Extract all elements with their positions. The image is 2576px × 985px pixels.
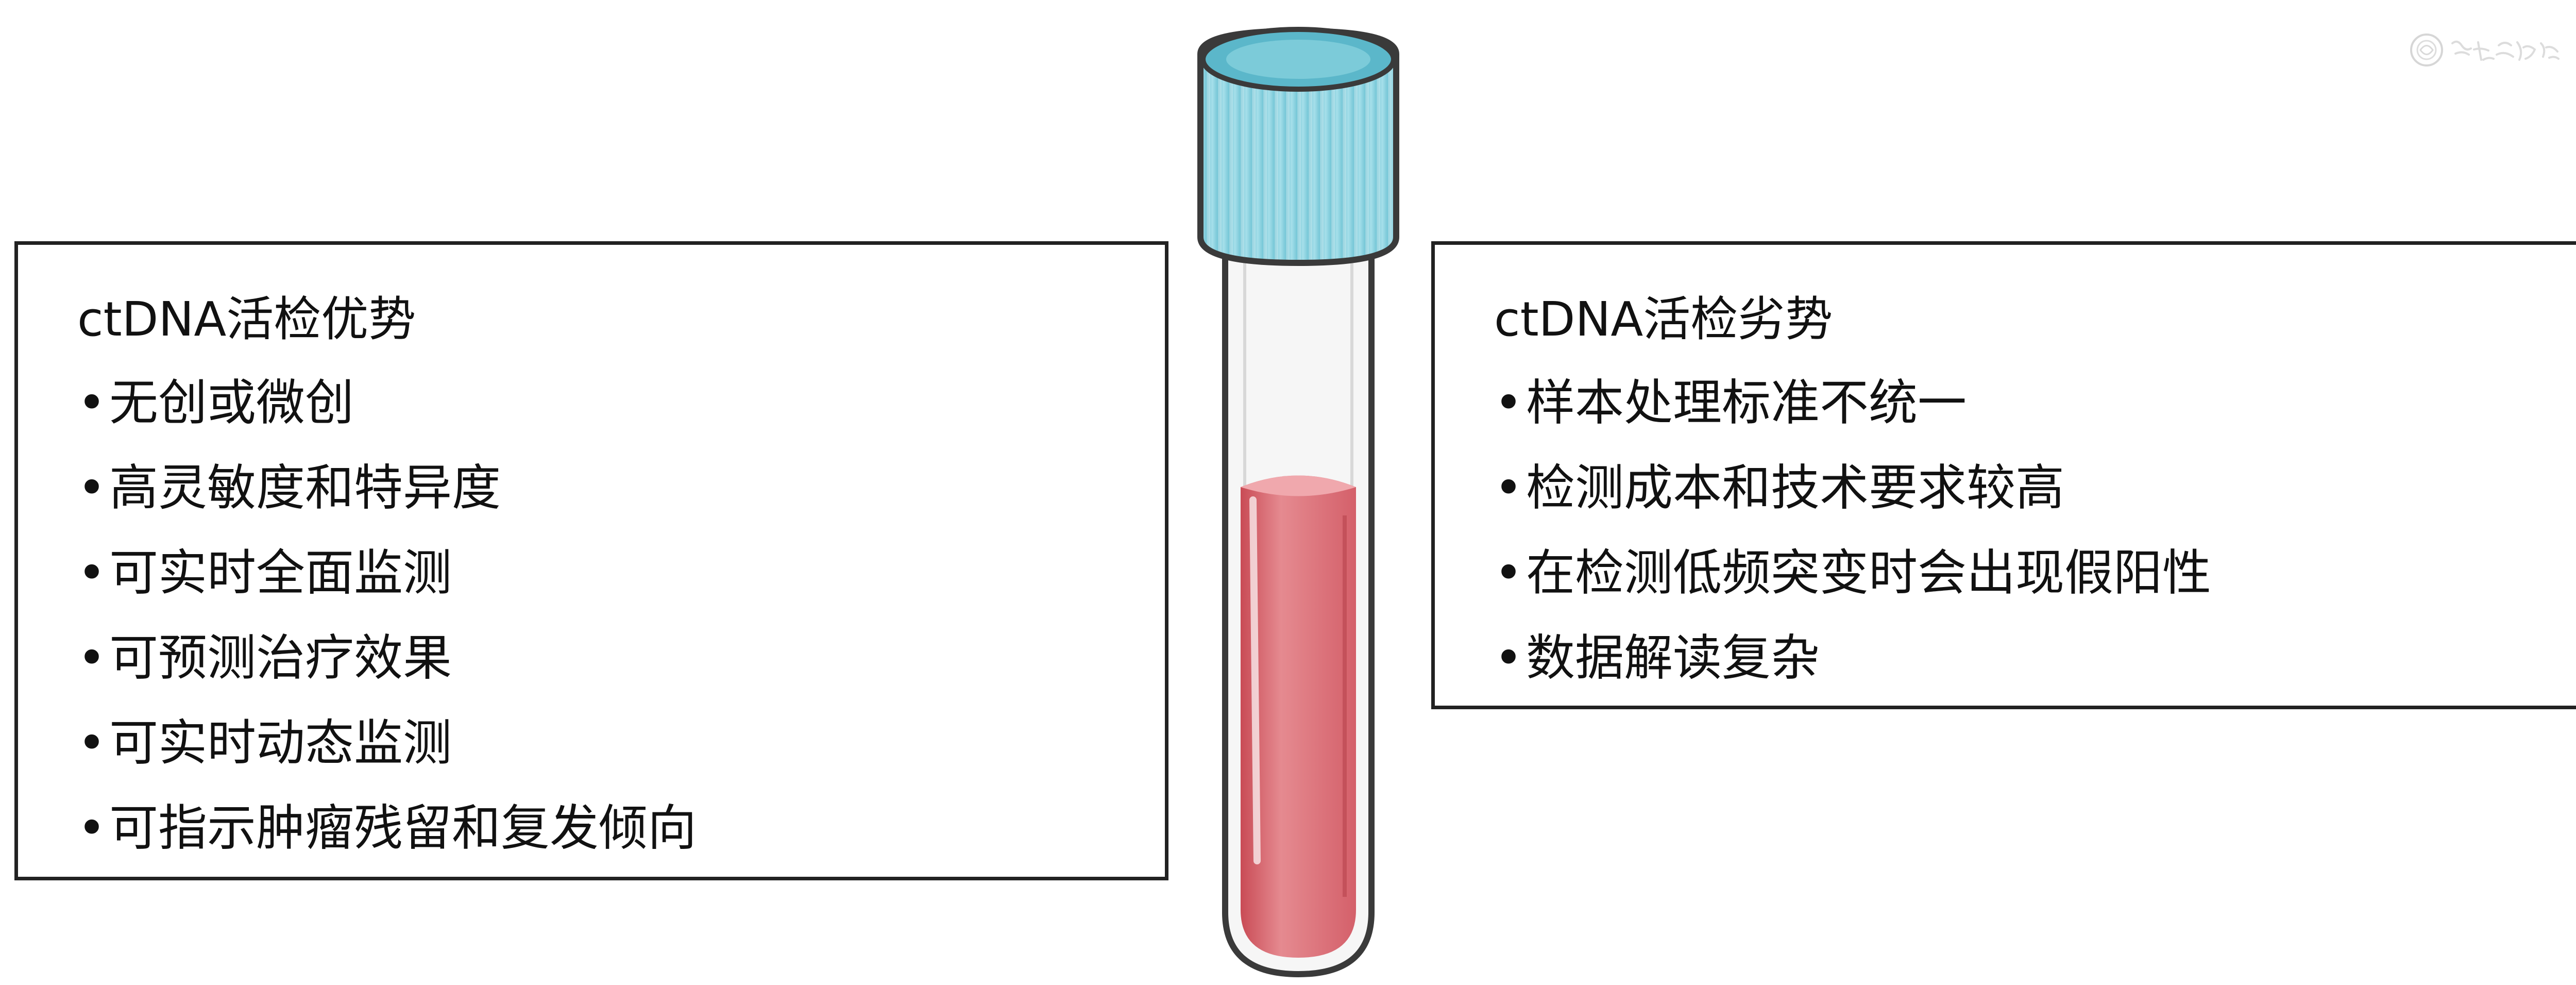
disadvantage-item: 在检测低频突变时会出现假阳性 [1494, 531, 2211, 616]
tube-blood [1241, 475, 1356, 958]
disadvantage-item: 数据解读复杂 [1494, 616, 2211, 701]
advantages-panel: ctDNA活检优势 无创或微创 高灵敏度和特异度 可实时全面监测 可预测治疗效果… [14, 241, 1168, 880]
advantage-item: 可指示肿瘤残留和复发倾向 [77, 786, 697, 871]
advantage-item: 可实时全面监测 [77, 531, 697, 616]
disadvantage-item: 检测成本和技术要求较高 [1494, 446, 2211, 531]
advantage-item: 可预测治疗效果 [77, 616, 697, 701]
publisher-seal-icon [2410, 34, 2560, 66]
disadvantage-item: 样本处理标准不统一 [1494, 361, 2211, 446]
advantages-title: ctDNA活检优势 [77, 292, 416, 347]
disadvantages-panel: ctDNA活检劣势 样本处理标准不统一 检测成本和技术要求较高 在检测低频突变时… [1431, 241, 2576, 709]
advantage-item: 高灵敏度和特异度 [77, 446, 697, 531]
blood-test-tube-icon [1197, 27, 1399, 978]
advantage-item: 无创或微创 [77, 361, 697, 446]
disadvantages-list: 样本处理标准不统一 检测成本和技术要求较高 在检测低频突变时会出现假阳性 数据解… [1494, 361, 2211, 701]
disadvantages-title: ctDNA活检劣势 [1494, 292, 1833, 347]
advantages-list: 无创或微创 高灵敏度和特异度 可实时全面监测 可预测治疗效果 可实时动态监测 可… [77, 361, 697, 871]
advantage-item: 可实时动态监测 [77, 701, 697, 786]
